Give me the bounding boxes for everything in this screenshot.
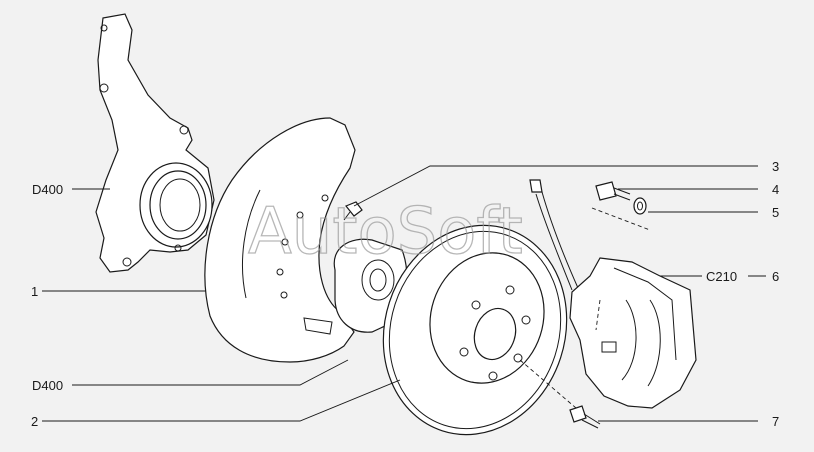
brake-caliper xyxy=(569,257,697,409)
wheel-stud xyxy=(569,405,601,429)
label-screw: 3 xyxy=(772,159,779,174)
label-disc: 2 xyxy=(31,414,38,429)
brake-hose xyxy=(529,179,579,291)
label-shield-code: D400 xyxy=(32,378,63,393)
caliper-bolt xyxy=(595,181,631,201)
bolt-axis-line xyxy=(591,207,651,231)
label-washer: 5 xyxy=(772,205,779,220)
fixing-screw xyxy=(343,201,363,221)
leader-lines xyxy=(42,165,766,422)
stud-axis-line xyxy=(519,359,577,409)
label-disc-shield: 1 xyxy=(31,284,38,299)
brake-disc xyxy=(382,224,568,436)
label-caliper-code: C210 xyxy=(706,269,737,284)
bolt-insert-line xyxy=(595,299,601,331)
label-stud: 7 xyxy=(772,414,779,429)
label-caliper: 6 xyxy=(772,269,779,284)
watermark: AutoSoft xyxy=(248,195,523,269)
steering-knuckle xyxy=(95,13,215,273)
label-knuckle: D400 xyxy=(32,182,63,197)
label-caliper-bolt: 4 xyxy=(772,182,779,197)
disc-shield xyxy=(204,117,356,363)
washer xyxy=(633,197,647,215)
